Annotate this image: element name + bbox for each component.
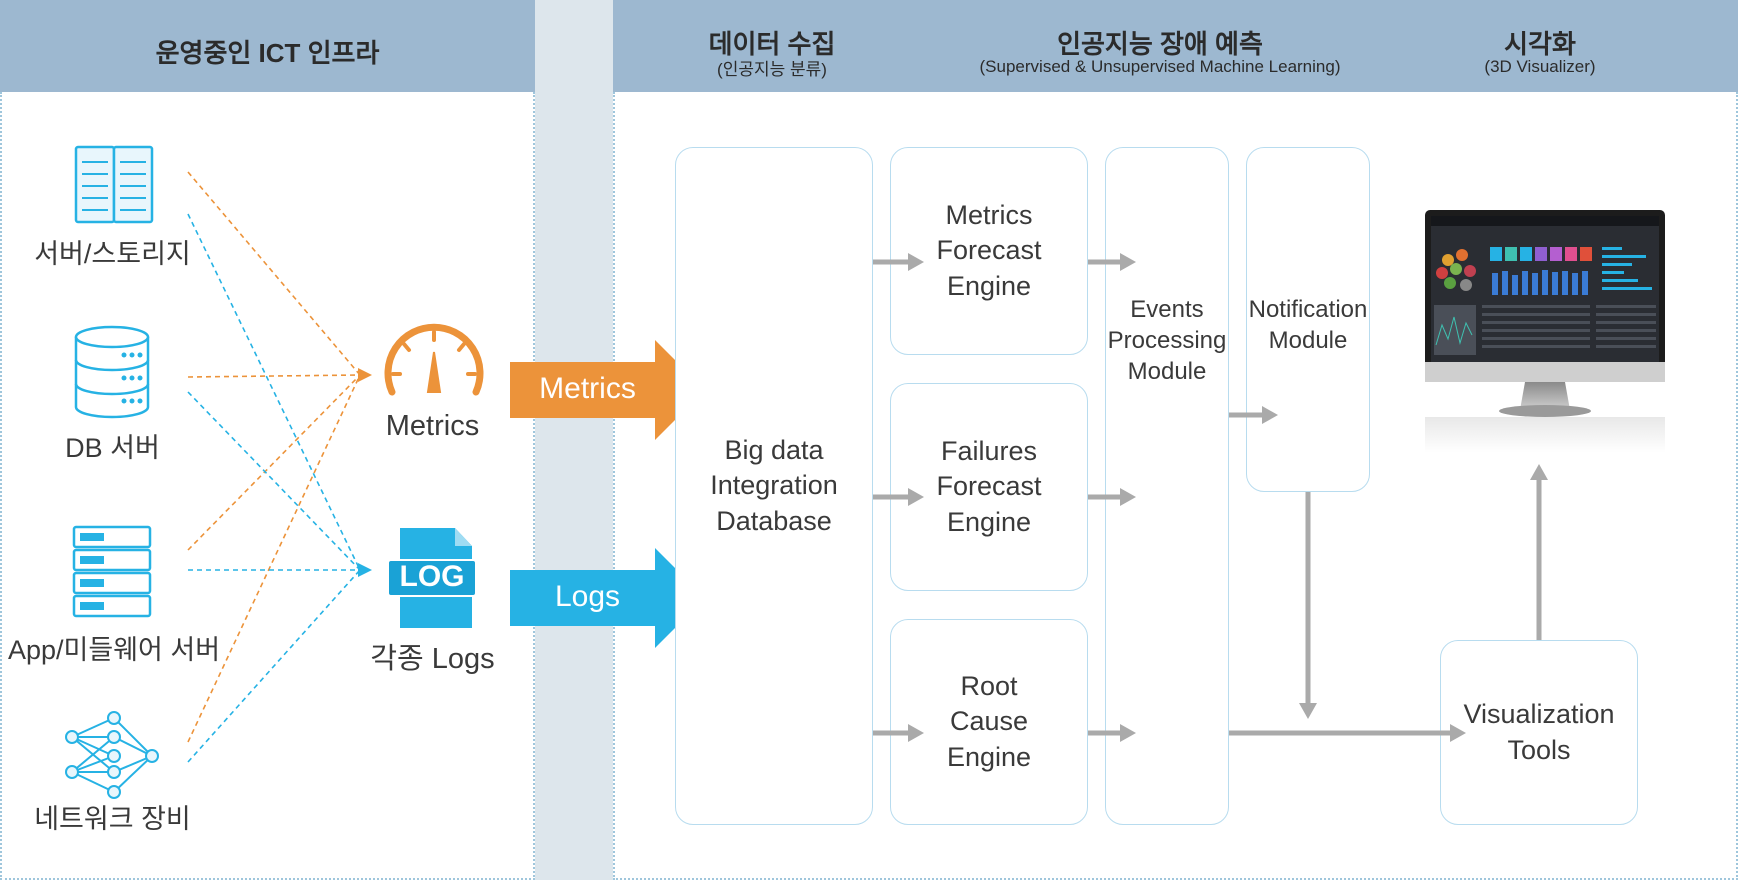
collect-subtitle: (인공지능 분류) xyxy=(717,60,827,79)
device-label-server: 서버/스토리지 xyxy=(34,239,191,269)
predict-subtitle: (Supervised & Unsupervised Machine Learn… xyxy=(979,57,1341,76)
visualization-box: Visualization Tools xyxy=(1440,640,1638,825)
dashboard-bars xyxy=(1492,270,1588,295)
orange-link xyxy=(187,374,361,743)
dashboard-rows xyxy=(1434,305,1656,355)
logs-flow-label: Logs xyxy=(554,580,621,613)
infra-panel xyxy=(0,92,535,880)
orange-link xyxy=(187,374,361,551)
header-left xyxy=(0,0,535,92)
network-icon xyxy=(65,711,159,799)
app-server-icon xyxy=(72,525,152,618)
device-label-app: App/미들웨어 서버 xyxy=(8,635,221,665)
visual-title: 시각화 xyxy=(1504,29,1576,59)
dashboard-tiles xyxy=(1490,247,1592,261)
log-badge: LOG xyxy=(399,560,465,593)
log-file-icon xyxy=(387,528,477,628)
infra-title: 운영중인 ICT 인프라 xyxy=(155,38,380,68)
logs-flow-arrow xyxy=(510,548,705,648)
blue-link xyxy=(187,569,361,763)
device-label-db: DB 서버 xyxy=(65,433,160,463)
metrics-flow-arrow xyxy=(510,340,705,440)
failures-forecast-box: Failures Forecast Engine xyxy=(890,383,1088,591)
blue-link xyxy=(187,213,361,571)
monitor-illustration xyxy=(1425,210,1665,453)
orange-link-arrowhead xyxy=(358,368,372,382)
orange-link xyxy=(187,374,361,378)
collect-title: 데이터 수집 xyxy=(708,29,836,59)
device-label-network: 네트워크 장비 xyxy=(34,804,191,834)
header-right xyxy=(613,0,1738,92)
section-gap xyxy=(535,0,613,880)
infra-diagram xyxy=(65,145,484,799)
notification-box: Notification Module xyxy=(1246,147,1370,492)
big-arrows xyxy=(510,340,705,648)
logs-source-label: 각종 Logs xyxy=(370,643,495,675)
blue-link-arrowhead xyxy=(358,563,372,577)
root-cause-box: Root Cause Engine xyxy=(890,619,1088,825)
metrics-flow-label: Metrics xyxy=(539,372,636,405)
dashboard-hexes xyxy=(1436,249,1476,291)
server-rack-icon xyxy=(74,145,154,224)
predict-title: 인공지능 장애 예측 xyxy=(1057,29,1263,59)
gauge-icon xyxy=(384,323,484,396)
big-data-box: Big data Integration Database xyxy=(675,147,873,825)
visual-subtitle: (3D Visualizer) xyxy=(1484,57,1596,76)
metrics-forecast-box: Metrics Forecast Engine xyxy=(890,147,1088,355)
metrics-source-label: Metrics xyxy=(385,410,480,442)
database-icon xyxy=(74,325,150,419)
dashboard-hbars xyxy=(1602,247,1652,290)
